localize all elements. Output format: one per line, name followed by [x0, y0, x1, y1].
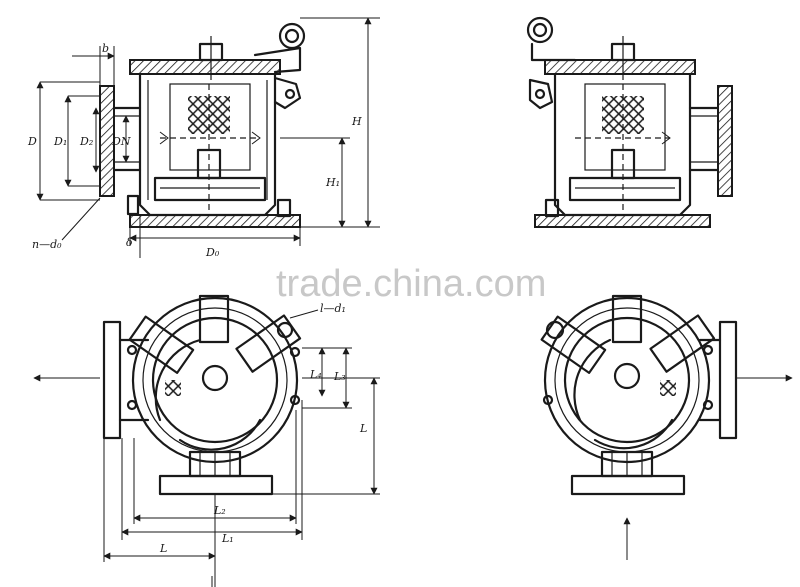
left-flange — [102, 320, 122, 440]
dim-H-label: H — [351, 115, 362, 128]
filter-basket — [169, 83, 251, 171]
dim-L1-label: L₁ — [221, 532, 234, 545]
watermark: trade.china.com — [276, 263, 546, 305]
dim-l-d1-label: l—d₁ — [320, 302, 346, 315]
dim-L3-label: L₃ — [333, 370, 346, 383]
lifting-eye — [278, 22, 306, 50]
side-view-left: b D D₁ D₂ DN H H₁ D₀ δ n—d₀ — [27, 17, 380, 259]
dim-DN-label: DN — [111, 135, 131, 148]
dim-L2-label: L₂ — [213, 504, 226, 517]
filter-body — [138, 72, 277, 217]
side-view-right — [526, 16, 733, 228]
dim-D2-label: D₂ — [79, 135, 93, 148]
dim-L4-label: L₄ — [309, 368, 322, 381]
hinge — [273, 76, 302, 110]
plan-view-right — [540, 294, 793, 560]
body-circle-right — [543, 296, 711, 464]
center-bolt — [201, 364, 229, 392]
top-pipe — [198, 294, 230, 344]
dim-D1-label: D₁ — [53, 135, 67, 148]
dim-L-bottom-label: L — [159, 542, 167, 555]
dim-D0-label: D₀ — [205, 246, 220, 259]
bottom-base — [158, 474, 274, 496]
clamp-arm — [253, 46, 302, 74]
plan-view-left: l—d₁ L₄ L₃ L L₂ L₁ L — [33, 294, 380, 587]
hinge-right — [528, 78, 554, 110]
outlet-flange — [717, 85, 733, 197]
dim-n-d0-label: n—d₀ — [32, 238, 62, 251]
base-plate-right — [534, 214, 711, 228]
dim-delta-label: δ — [126, 236, 133, 249]
right-flange — [718, 320, 738, 440]
dim-D-label: D — [27, 135, 37, 148]
dim-b-label: b — [102, 42, 109, 55]
top-cover — [129, 59, 281, 75]
base-plate — [129, 214, 301, 228]
top-cover-right — [544, 59, 696, 75]
dim-L-side-label: L — [359, 422, 367, 435]
lifting-eye-right — [526, 16, 554, 44]
dim-H1-label: H₁ — [325, 176, 340, 189]
inlet-flange — [99, 85, 115, 197]
